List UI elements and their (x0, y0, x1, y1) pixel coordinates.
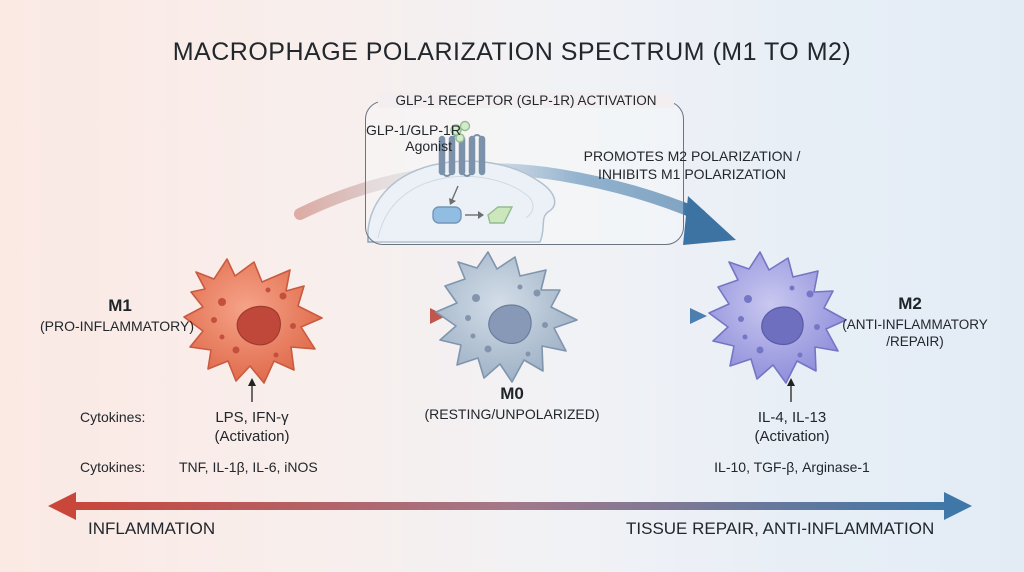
m1-macrophage-cell (183, 258, 323, 384)
glp1-effect-arrow (294, 163, 706, 221)
m1-to-m0-arrowhead (430, 308, 446, 324)
m2-activation-text: IL-4, IL-13 (Activation) (720, 408, 864, 446)
spectrum-axis (48, 492, 972, 520)
glp1r-activation-panel (365, 101, 684, 245)
m1-title: M1 (108, 296, 132, 315)
m1-activation-line2: (Activation) (214, 428, 290, 445)
m1-activation-text: LPS, IFN-γ (Activation) (180, 408, 324, 446)
glp1-receptor-icon (438, 120, 486, 177)
cytokines-label-secreted: Cytokines: (80, 459, 146, 475)
m1-cytokines: TNF, IL-1β, IL-6, iNOS (179, 459, 318, 475)
inflammation-label: INFLAMMATION (88, 519, 216, 538)
m0-to-m2-arrowhead (690, 308, 707, 324)
glp1-effect-arrowhead (683, 196, 736, 245)
m1-activation-line1: LPS, IFN-γ (215, 409, 289, 426)
m2-cytokines: IL-10, TGF-β, Arginase-1 (714, 459, 870, 475)
m2-activation-line2: (Activation) (754, 428, 830, 445)
agonist-label: GLP-1/GLP-1R Agonist (366, 122, 461, 154)
m0-subtitle: (RESTING/UNPOLARIZED) (424, 406, 600, 422)
m2-activation-line1: IL-4, IL-13 (757, 409, 827, 426)
promotes-m2-label: PROMOTES M2 POLARIZATION / INHIBITS M1 P… (566, 147, 818, 183)
glp1-cell-illustration (367, 160, 556, 243)
m2-subtitle-line2: /REPAIR) (886, 334, 944, 349)
promotes-line2: INHIBITS M1 POLARIZATION (598, 166, 786, 182)
m1-subtitle: (PRO-INFLAMMATORY) (40, 318, 195, 334)
tissue-repair-label: TISSUE REPAIR, ANTI-INFLAMMATION (626, 519, 935, 538)
promotes-line1: PROMOTES M2 POLARIZATION / (583, 148, 801, 164)
m0-macrophage-cell (435, 251, 578, 383)
page-title: MACROPHAGE POLARIZATION SPECTRUM (M1 TO … (172, 38, 852, 66)
m2-subtitle: (ANTI-INFLAMMATORY /REPAIR) (840, 316, 990, 350)
signaling-cascade-icon (432, 185, 514, 224)
m2-macrophage-cell (708, 251, 847, 384)
m2-title: M2 (898, 294, 922, 313)
cytokines-label-activation: Cytokines: (80, 409, 146, 425)
glp1r-panel-title: GLP-1 RECEPTOR (GLP-1R) ACTIVATION (378, 93, 674, 108)
m0-title: M0 (500, 384, 524, 403)
agonist-label-line2: Agonist (405, 138, 452, 154)
m2-subtitle-line1: (ANTI-INFLAMMATORY (842, 317, 988, 332)
agonist-label-line1: GLP-1/GLP-1R (366, 122, 461, 138)
